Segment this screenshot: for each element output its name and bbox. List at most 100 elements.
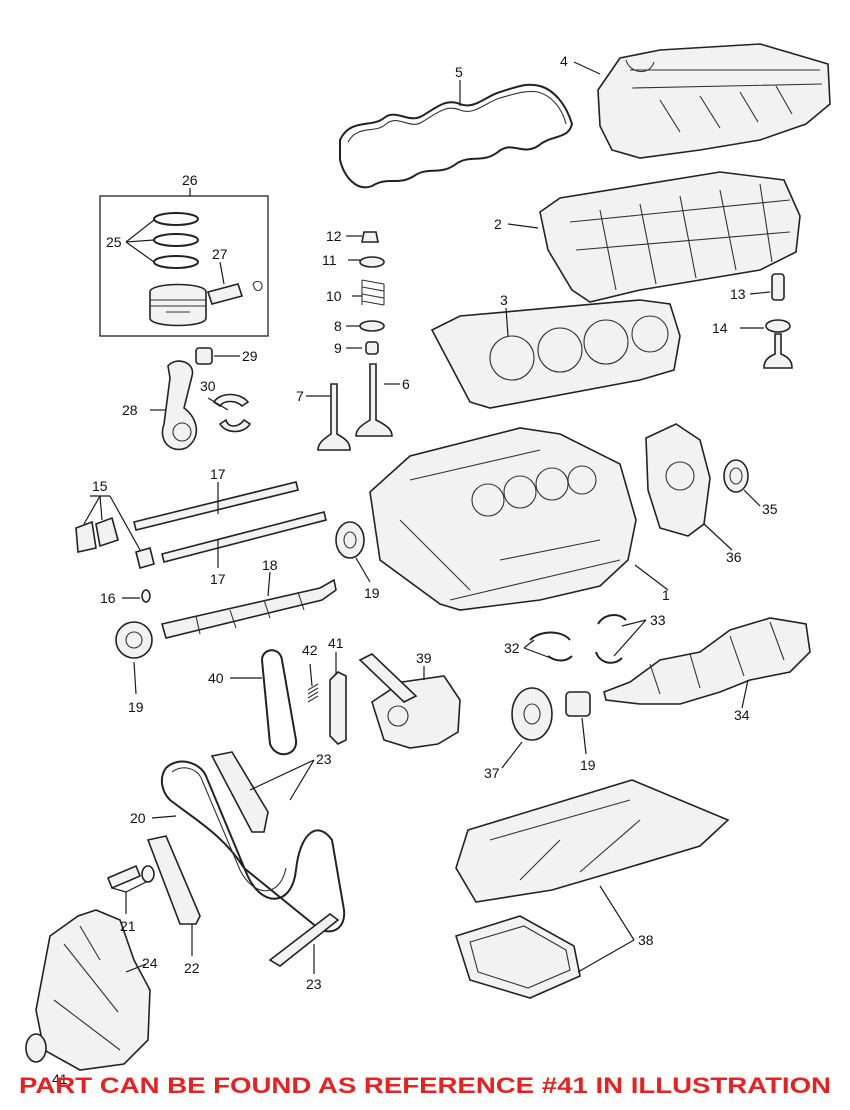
callout-3: 3 [500, 292, 508, 308]
piston-ring-3 [153, 255, 199, 269]
callout-25: 25 [106, 234, 122, 250]
head-gasket [430, 299, 681, 409]
timing-cover-opening [665, 461, 695, 491]
callout-22: 22 [184, 960, 200, 976]
callout-23-upper: 23 [316, 751, 332, 767]
piston-pin [206, 283, 244, 305]
callout-26: 26 [182, 172, 198, 188]
callout-4: 4 [560, 53, 568, 69]
callout-16: 16 [100, 590, 116, 606]
main-bearing-upper [597, 614, 627, 625]
cam-sprocket-hub [125, 631, 143, 649]
intake-valve [317, 383, 351, 451]
valve-seal-ring [765, 319, 791, 333]
valve-spring-seat [359, 320, 385, 332]
callout-5: 5 [455, 64, 463, 80]
callout-38: 38 [638, 932, 654, 948]
callout-42: 42 [302, 642, 318, 658]
connecting-rod [161, 360, 198, 451]
hydraulic-lifter [771, 273, 785, 301]
cylinder-head-ports [569, 183, 791, 291]
callout-11: 11 [322, 252, 337, 268]
callout-19-adjuster: 19 [364, 585, 380, 601]
oil-pump-chain [260, 649, 298, 755]
callout-20: 20 [130, 810, 146, 826]
callout-30: 30 [200, 378, 216, 394]
callout-15: 15 [92, 478, 108, 494]
reference-notice: PART CAN BE FOUND AS REFERENCE #41 IN IL… [19, 1073, 831, 1098]
callout-17-lower: 17 [210, 571, 226, 587]
rod-bearing-upper [212, 393, 250, 408]
cam-plug [141, 589, 151, 603]
front-cover [35, 909, 151, 1071]
callout-21: 21 [120, 918, 136, 934]
valve-keeper [361, 231, 379, 243]
block-bore-4 [567, 465, 597, 495]
tensioner-washer [141, 865, 155, 883]
block-ribs [399, 449, 621, 601]
engine-block [369, 427, 637, 611]
callout-24: 24 [142, 955, 158, 971]
head-gasket-bore-3 [583, 319, 629, 365]
callout-29: 29 [242, 348, 258, 364]
piston-kit-box [99, 195, 269, 337]
callout-27: 27 [212, 246, 228, 262]
piston-ring-1 [153, 212, 199, 226]
oil-pan-upper [455, 779, 730, 903]
callout-12: 12 [326, 228, 342, 244]
oil-pump-pickup [358, 653, 418, 703]
front-cover-detail [53, 925, 121, 1051]
valve-cover-ribs [625, 59, 823, 133]
chain-guide-23-upper [210, 751, 269, 833]
callout-8: 8 [334, 318, 342, 334]
callout-28: 28 [122, 402, 138, 418]
valve-retainer [359, 256, 385, 268]
piston-detail [150, 299, 206, 313]
cam-adjuster [335, 521, 365, 559]
cam-follower-2 [95, 516, 119, 548]
callout-37: 37 [484, 765, 500, 781]
chain-guide-23-lower [268, 912, 340, 967]
tensioner-rail-22 [146, 835, 201, 925]
callout-35: 35 [762, 501, 778, 517]
head-gasket-bore-2 [537, 327, 583, 373]
valve-stem-seal [365, 341, 379, 355]
rod-bushing [195, 347, 213, 365]
callout-7: 7 [296, 388, 304, 404]
main-bearing-lower [595, 651, 623, 664]
callout-18: 18 [262, 557, 278, 573]
head-gasket-bore-4 [631, 315, 669, 353]
callout-41-cover: 41 [52, 1071, 68, 1087]
callout-1: 1 [662, 587, 670, 603]
valve-cover [597, 43, 831, 159]
callout-13: 13 [730, 286, 746, 302]
block-bore-3 [535, 467, 569, 501]
front-seal-inner [729, 467, 743, 485]
crank-sprocket [565, 691, 591, 717]
front-cover-seal [25, 1033, 47, 1063]
cam-sprocket [115, 621, 153, 659]
valve-guide-valve [763, 333, 793, 369]
callout-19-sprocket: 19 [128, 699, 144, 715]
pin-clip [252, 280, 263, 292]
block-bore-2 [503, 475, 537, 509]
callout-34: 34 [734, 707, 750, 723]
callout-19-crank: 19 [580, 757, 596, 773]
valve-spring [361, 279, 385, 306]
oil-pump [371, 675, 461, 749]
cam-chain-guide-2 [161, 511, 327, 563]
piston-ring-2 [153, 233, 199, 247]
rod-bearing-lower [218, 418, 252, 433]
callout-41-guide: 41 [328, 635, 344, 651]
cam-follower-3 [135, 547, 155, 569]
callout-23-lower: 23 [306, 976, 322, 992]
callout-40: 40 [208, 670, 224, 686]
valve-cover-gasket [339, 83, 574, 189]
crankshaft [603, 617, 811, 705]
oil-pump-gear [387, 705, 409, 727]
rod-big-end [172, 422, 192, 442]
oil-pan-upper-detail [489, 799, 641, 881]
oil-pan-lower-detail [469, 925, 571, 989]
camshaft-lobes [195, 591, 305, 635]
